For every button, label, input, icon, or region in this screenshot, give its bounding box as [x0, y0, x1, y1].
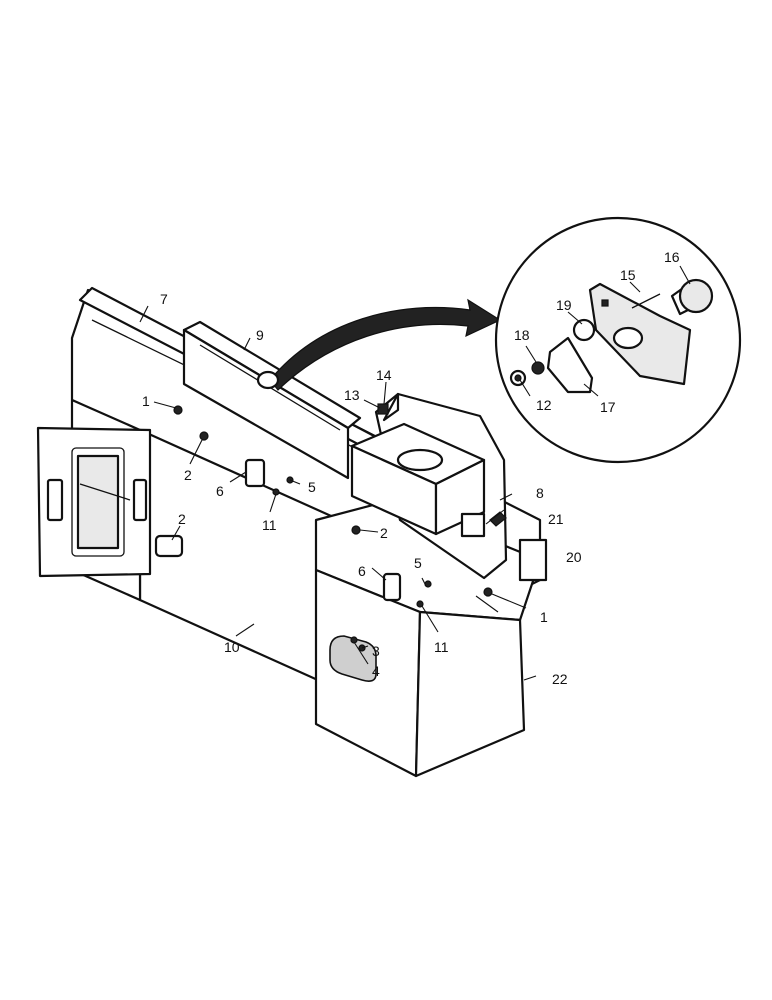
callout-13: 13: [344, 387, 360, 403]
callout-17: 17: [600, 399, 616, 415]
callout-15: 15: [620, 267, 636, 283]
battery-housing: [350, 422, 486, 538]
callout-16: 16: [664, 249, 680, 265]
detail-circle: [494, 216, 742, 464]
callout-9: 9: [256, 327, 264, 343]
callout-21: 21: [548, 511, 564, 527]
callout-19: 19: [556, 297, 572, 313]
callout-22: 22: [552, 671, 568, 687]
callout-11: 11: [434, 639, 449, 655]
callout-1: 1: [142, 393, 150, 409]
callout-20: 20: [566, 549, 582, 565]
callout-11: 11: [262, 517, 277, 533]
callout-12: 12: [536, 397, 552, 413]
callout-2: 2: [184, 467, 192, 483]
callout-18: 18: [514, 327, 530, 343]
callout-7: 7: [160, 291, 168, 307]
callout-3: 3: [372, 643, 380, 659]
callout-14: 14: [376, 367, 392, 383]
leader-lines: [139, 265, 691, 681]
callouts: 1 1 2 2 2 3 4 5 5 6 6 7 8 9 10 11 11 12 …: [142, 249, 680, 687]
callout-6: 6: [358, 563, 366, 579]
callout-4: 4: [372, 663, 380, 679]
callout-5: 5: [414, 555, 422, 571]
open-door: [36, 426, 152, 578]
callout-2: 2: [178, 511, 186, 527]
callout-8: 8: [536, 485, 544, 501]
callout-5: 5: [308, 479, 316, 495]
callout-10: 10: [224, 639, 240, 655]
callout-2: 2: [380, 525, 388, 541]
front-box: [314, 498, 542, 778]
callout-1: 1: [540, 609, 548, 625]
callout-6: 6: [216, 483, 224, 499]
